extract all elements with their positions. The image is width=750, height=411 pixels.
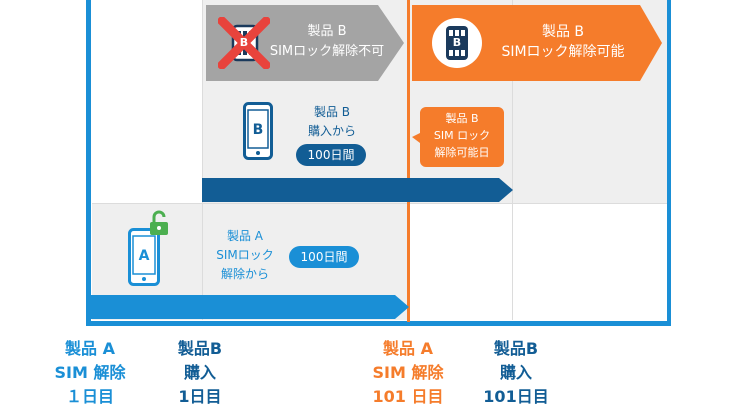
axis-label-b-day101-line3: 101日目 <box>483 387 549 406</box>
locked-banner-text: 製品 B SIMロック解除不可 <box>262 22 392 62</box>
product-a-caption-line3: 解除から <box>220 267 269 281</box>
unlocked-banner-line2: SIMロック解除可能 <box>501 44 625 60</box>
unlock-date-line <box>407 0 410 322</box>
callout-shape <box>412 107 504 167</box>
unlocked-sim-letter: B <box>452 36 462 49</box>
product-a-caption-line2: SIMロック <box>216 248 274 262</box>
locked-sim-letter: B <box>239 36 249 49</box>
unlocked-banner-line1: 製品 B <box>541 24 585 40</box>
timeline-bottom-axis <box>86 321 671 326</box>
axis-label-a-day101-line3: 101 日目 <box>372 387 444 406</box>
axis-label-a-day1-line2: SIM 解除 <box>54 363 126 382</box>
product-a-phone-letter: A <box>138 248 150 264</box>
axis-label-b-day1: 製品B 購入 1日目 <box>150 337 250 409</box>
product-a-arrow <box>91 295 409 319</box>
product-b-arrow <box>202 178 513 202</box>
callout-line2: SIM ロック <box>433 129 491 142</box>
locked-banner-line2: SIMロック解除不可 <box>269 44 385 59</box>
axis-label-b-day1-line3: 1日目 <box>178 387 222 406</box>
callout-line1: 製品 B <box>445 112 479 125</box>
axis-label-a-day101: 製品 A SIM 解除 101 日目 <box>358 337 458 409</box>
axis-label-b-day1-line2: 購入 <box>183 363 216 382</box>
product-a-caption-line1: 製品 A <box>226 229 264 243</box>
unlocked-banner-shape <box>412 5 662 81</box>
axis-label-a-day101-line1: 製品 A <box>383 339 433 358</box>
axis-label-a-day1-line1: 製品 A <box>65 339 115 358</box>
locked-banner-shape <box>206 5 404 81</box>
product-b-duration-pill: 100日間 <box>296 144 366 166</box>
axis-label-a-day1-line3: １日目 <box>65 387 114 406</box>
axis-label-b-day101-line1: 製品B <box>493 339 539 358</box>
product-b-phone-letter: B <box>252 122 264 138</box>
gridline-b-start <box>202 0 203 320</box>
product-a-caption: 製品 A SIMロック 解除から <box>206 227 284 284</box>
callout-text: 製品 B SIM ロック 解除可能日 <box>420 110 504 161</box>
timeline-left-axis <box>86 0 91 326</box>
unlock-padlock-icon <box>148 210 170 236</box>
row-divider <box>92 203 670 204</box>
product-b-phone-icon: B <box>243 102 273 160</box>
product-b-caption-line1: 製品 B <box>313 105 351 119</box>
axis-label-b-day101-line2: 購入 <box>499 363 532 382</box>
axis-label-a-day1: 製品 A SIM 解除 １日目 <box>40 337 140 409</box>
callout-line3: 解除可能日 <box>434 146 490 159</box>
axis-label-a-day101-line2: SIM 解除 <box>372 363 444 382</box>
product-a-phone-icon: A <box>128 226 162 286</box>
timeline-right-axis <box>667 0 671 326</box>
product-b-caption-line2: 購入から <box>307 124 356 138</box>
gridline-b-end <box>512 0 513 320</box>
unlocked-banner-text: 製品 B SIMロック解除可能 <box>488 22 638 62</box>
locked-sim-icon: B <box>217 16 271 70</box>
product-a-duration-pill: 100日間 <box>289 246 359 268</box>
unlocked-sim-icon: B <box>431 17 483 69</box>
axis-label-b-day1-line1: 製品B <box>177 339 223 358</box>
locked-banner-line1: 製品 B <box>307 24 347 39</box>
axis-label-b-day101: 製品B 購入 101日目 <box>466 337 566 409</box>
product-b-caption: 製品 B 購入から <box>296 103 368 141</box>
